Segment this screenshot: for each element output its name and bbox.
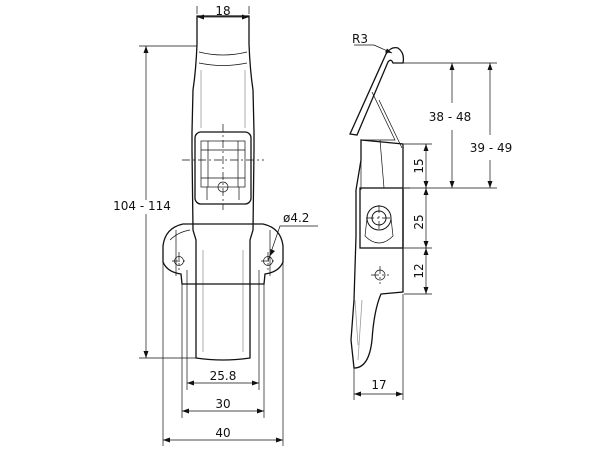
dim-inner-width: 30: [215, 397, 230, 411]
dim-overall-length: 104 - 114: [113, 199, 171, 213]
dim-hole-spacing: 25.8: [210, 369, 237, 383]
dim-hole-diameter: ø4.2: [283, 211, 309, 225]
keeper-plate: [359, 187, 404, 249]
dim-keeper-hole-offset: 12: [412, 263, 426, 278]
front-dimensions: 18 104 - 114 ø4.2 25.8 30 40: [113, 4, 318, 446]
dim-top-width: 18: [215, 4, 230, 18]
dim-base-width: 40: [215, 426, 230, 440]
side-centerlines: [366, 187, 410, 284]
pivot-centerlines: [182, 124, 264, 210]
body-edges: [360, 139, 385, 190]
front-view: [162, 15, 284, 361]
dim-radius: R3: [352, 32, 368, 46]
hole-centerlines: [172, 252, 275, 270]
hook-lever: [349, 46, 405, 136]
dim-hook-height-alt: 39 - 49: [470, 141, 513, 155]
latch-body: [350, 139, 404, 369]
keeper-loop: [364, 217, 394, 244]
dim-keeper-offset: 15: [412, 158, 426, 173]
base-plate-edges: [169, 229, 271, 276]
strap-top-shading: [198, 51, 248, 66]
strap-side-shading: [200, 70, 246, 352]
side-dimensions: R3 38 - 48 39 - 49 15 25 12 17: [352, 32, 512, 400]
dim-hook-height: 38 - 48: [429, 110, 472, 124]
pivot-window-detail: [201, 141, 245, 187]
side-view: [349, 46, 410, 369]
dim-depth: 17: [371, 378, 386, 392]
body-shading: [354, 299, 363, 361]
lever-strap-outline: [191, 15, 255, 361]
base-plate-outline: [162, 223, 284, 285]
pivot-lugs: [206, 187, 240, 200]
lever-arm: [361, 91, 403, 149]
dim-keeper-pitch: 25: [412, 214, 426, 229]
